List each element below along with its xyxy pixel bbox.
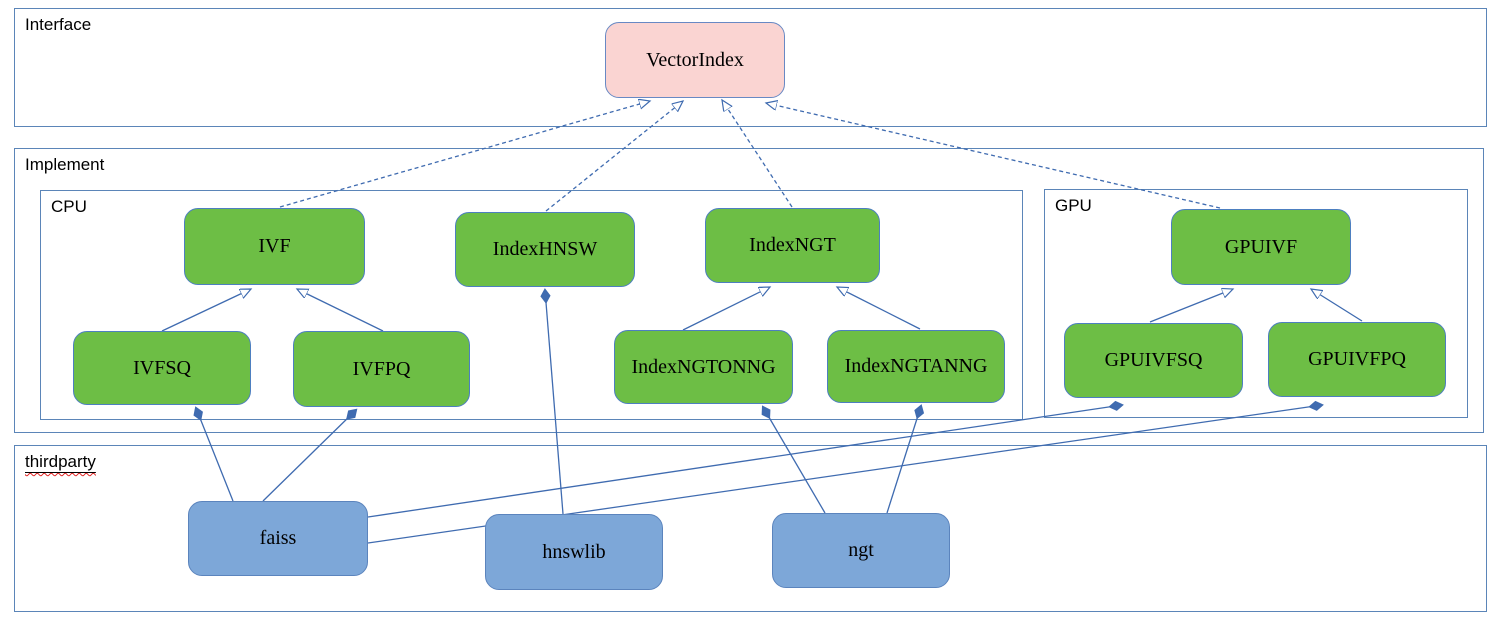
edge-gpuivfsq-gpuivf: [1149, 289, 1233, 323]
edge-indexhnsw-vectorindex: [545, 101, 683, 212]
node-indexngtanng[interactable]: IndexNGTANNG: [827, 330, 1005, 403]
node-gpuivfsq-label: GPUIVFSQ: [1104, 349, 1203, 371]
edge-faiss-gpuivfsq: [367, 400, 1124, 518]
node-indexngtonng[interactable]: IndexNGTONNG: [614, 330, 793, 404]
container-gpu[interactable]: GPU: [1044, 189, 1468, 418]
node-hnswlib[interactable]: hnswlib: [485, 514, 663, 590]
container-gpu-label: GPU: [1055, 196, 1092, 215]
node-gpuivfsq[interactable]: GPUIVFSQ: [1064, 323, 1243, 398]
edge-indexngtonng-indexngt: [682, 287, 770, 331]
node-ivf[interactable]: IVF: [184, 208, 365, 285]
node-indexngtonng-label: IndexNGTONNG: [631, 355, 776, 378]
edge-faiss-ivfsq: [193, 406, 234, 502]
container-implement-label: Implement: [25, 155, 105, 174]
node-indexngt[interactable]: IndexNGT: [705, 208, 880, 283]
edge-ngt-indexngtonng: [761, 405, 826, 514]
node-gpuivfpq[interactable]: GPUIVFPQ: [1268, 322, 1446, 397]
edge-gpuivfpq-gpuivf: [1311, 289, 1363, 322]
edge-gpuivf-vectorindex: [766, 103, 1221, 209]
container-implement[interactable]: Implement: [14, 148, 1484, 433]
node-gpuivf[interactable]: GPUIVF: [1171, 209, 1351, 285]
node-vectorindex[interactable]: VectorIndex: [605, 22, 785, 98]
container-cpu[interactable]: CPU: [40, 190, 1023, 420]
container-cpu-label: CPU: [51, 197, 87, 216]
node-faiss[interactable]: faiss: [188, 501, 368, 576]
node-ivfpq-label: IVFPQ: [352, 357, 411, 380]
node-indexngt-label: IndexNGT: [749, 234, 836, 256]
node-ivfpq[interactable]: IVFPQ: [293, 331, 470, 407]
container-interface-label: Interface: [25, 15, 92, 34]
edge-indexngtanng-indexngt: [837, 287, 921, 330]
edge-ivfpq-ivf: [297, 289, 384, 332]
container-thirdparty[interactable]: thirdparty: [14, 445, 1487, 612]
edge-hnswlib-indexhnsw: [540, 288, 564, 515]
node-gpuivfpq-label: GPUIVFPQ: [1308, 348, 1406, 370]
node-ngt[interactable]: ngt: [772, 513, 950, 588]
node-indexhnsw-label: IndexHNSW: [492, 238, 598, 260]
node-hnswlib-label: hnswlib: [542, 540, 606, 563]
node-gpuivf-label: GPUIVF: [1224, 235, 1298, 258]
container-thirdparty-label: thirdparty: [25, 452, 96, 471]
node-indexhnsw[interactable]: IndexHNSW: [455, 212, 635, 287]
node-indexngtanng-label: IndexNGTANNG: [844, 355, 988, 377]
edge-faiss-ivfpq: [262, 408, 358, 502]
container-interface[interactable]: Interface: [14, 8, 1487, 127]
edge-ivfsq-ivf: [161, 289, 251, 332]
node-ivf-label: IVF: [258, 235, 291, 257]
edge-ngt-indexngtanng: [886, 404, 925, 514]
node-ivfsq-label: IVFSQ: [133, 356, 191, 379]
edge-indexngt-vectorindex: [722, 100, 793, 208]
node-faiss-label: faiss: [259, 527, 297, 549]
node-ivfsq[interactable]: IVFSQ: [73, 331, 251, 405]
edge-ivf-vectorindex: [279, 101, 650, 208]
node-ngt-label: ngt: [848, 539, 874, 561]
node-vectorindex-label: VectorIndex: [646, 48, 744, 71]
